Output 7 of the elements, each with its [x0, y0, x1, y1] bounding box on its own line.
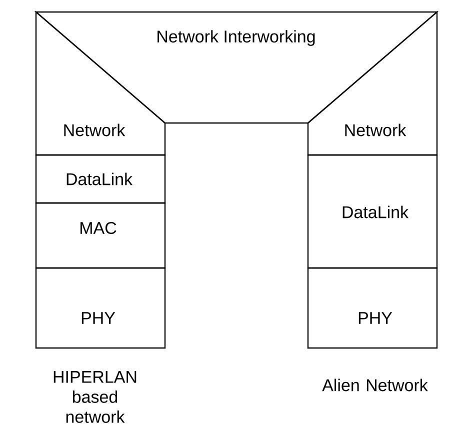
stack-caption: HIPERLAN based network	[54, 371, 136, 423]
stack-caption: Alien Network	[322, 378, 428, 392]
layer-box: DataLink	[35, 154, 166, 204]
layer-box: PHY	[307, 267, 438, 349]
layer-box: DataLink	[307, 154, 438, 269]
layer-box: PHY	[35, 267, 166, 349]
layer-box: MAC	[35, 202, 166, 269]
